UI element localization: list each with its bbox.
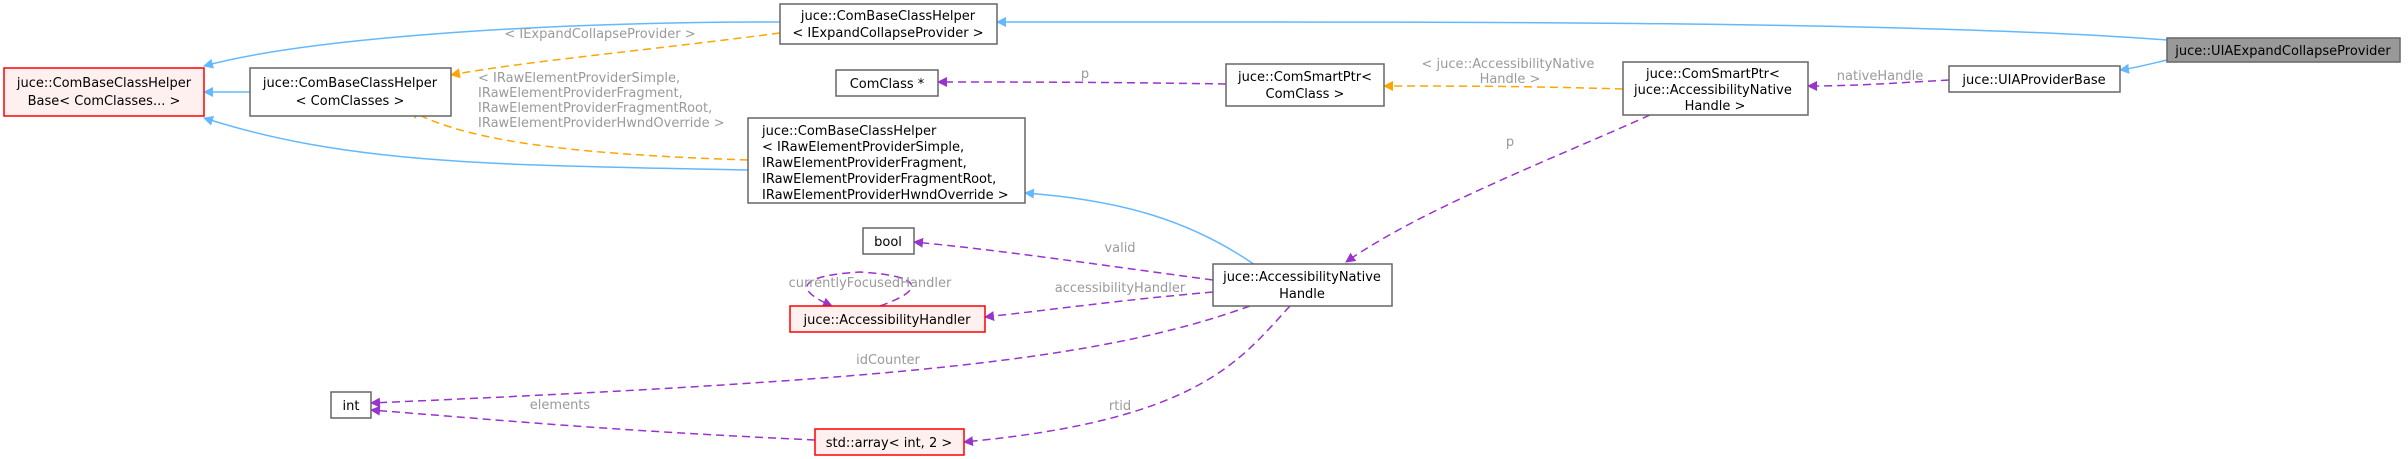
edge-idCounter [370, 305, 1251, 408]
svg-text:juce::UIAProviderBase: juce::UIAProviderBase [1961, 73, 2105, 88]
edge-label-idCounter: idCounter [856, 353, 920, 368]
class-node-smartptr-acc[interactable]: juce::ComSmartPtr< juce::AccessibilityNa… [1622, 61, 1809, 116]
edge-acc-tmpl [1383, 81, 1624, 92]
class-node-acchandler[interactable]: juce::AccessibilityHandler [789, 305, 986, 333]
edge-rtid [963, 305, 1291, 447]
class-node-uiaexp[interactable]: juce::UIAExpandCollapseProvider [2166, 37, 2401, 63]
edge-accnative-to-iraw [1024, 188, 1256, 266]
edge-label-iraw-tmpl: < IRawElementProviderSimple, IRawElement… [478, 71, 725, 131]
edge-uiaexp-to-iexp [996, 16, 2168, 41]
edge-label-valid: valid [1104, 241, 1135, 256]
edges [203, 16, 2168, 447]
edge-label-rtid: rtid [1109, 399, 1131, 414]
svg-text:juce::ComSmartPtr<ComClass >: juce::ComSmartPtr<ComClass > [1237, 70, 1372, 102]
svg-text:juce::AccessibilityHandler: juce::AccessibilityHandler [803, 313, 972, 328]
edge-valid [913, 237, 1214, 281]
class-node-uiaprov[interactable]: juce::UIAProviderBase [1948, 65, 2121, 93]
class-node-bool[interactable]: bool [862, 227, 915, 255]
edge-nativeHandle [1807, 79, 1950, 91]
class-node-iexp[interactable]: juce::ComBaseClassHelper< IExpandCollaps… [779, 3, 998, 45]
edge-elements [370, 405, 816, 441]
svg-text:juce::UIAExpandCollapseProvide: juce::UIAExpandCollapseProvider [2174, 44, 2391, 59]
class-node-int[interactable]: int [330, 391, 372, 419]
svg-text:juce::ComBaseClassHelper< ComC: juce::ComBaseClassHelper< ComClasses > [262, 76, 438, 109]
edge-iraw-to-base [203, 115, 749, 171]
edge-label-nativeHandle: nativeHandle [1837, 69, 1923, 84]
edge-label-p2: p [1506, 135, 1514, 150]
edge-currentlyFocusedHandler [806, 271, 913, 308]
svg-text:juce::ComSmartPtr< juce:: juce::ComSmartPtr< juce::AccessibilityNa… [1633, 67, 1796, 114]
class-node-array[interactable]: std::array< int, 2 > [814, 428, 965, 456]
edge-label-p1: p [1081, 67, 1089, 82]
class-node-iraw[interactable]: juce::ComBaseClassHelper < IRawElementPr… [747, 117, 1026, 204]
edge-label-accessibilityHandler: accessibilityHandler [1055, 281, 1186, 296]
edge-label-elements: elements [530, 398, 591, 413]
edge-label-acc-tmpl: < juce::AccessibilityNative Handle > [1421, 57, 1598, 87]
edge-accessibilityHandler [984, 291, 1214, 322]
class-node-comclass[interactable]: ComClass * [835, 69, 939, 97]
edge-iexp-to-base [203, 21, 781, 69]
edge-iraw-tmpl [409, 109, 749, 161]
edge-label-iexp-tmpl: < IExpandCollapseProvider > [504, 27, 695, 42]
svg-text:int: int [343, 399, 360, 414]
edge-label-currentlyFocusedHandler: currentlyFocusedHandler [789, 276, 952, 291]
svg-text:bool: bool [874, 235, 902, 250]
class-node-helper[interactable]: juce::ComBaseClassHelper< ComClasses > [249, 67, 452, 117]
svg-text:juce::ComBaseClassHelper< IExp: juce::ComBaseClassHelper< IExpandCollaps… [792, 9, 983, 41]
svg-text:std::array< int, 2 >: std::array< int, 2 > [826, 436, 953, 451]
class-node-smartptr[interactable]: juce::ComSmartPtr<ComClass > [1225, 63, 1385, 107]
edge-iexp-tmpl [450, 32, 781, 79]
edge-labels: < IExpandCollapseProvider > < IRawElemen… [478, 27, 1923, 414]
edge-p1 [937, 77, 1227, 88]
svg-text:juce::ComBaseClassHelper: juce::ComBaseClassHelper < IRawElementPr… [761, 124, 1009, 203]
edge-uiaexp-to-uiaprov [2119, 59, 2168, 74]
svg-text:ComClass *: ComClass * [850, 77, 925, 92]
edge-p2 [1345, 114, 1651, 263]
